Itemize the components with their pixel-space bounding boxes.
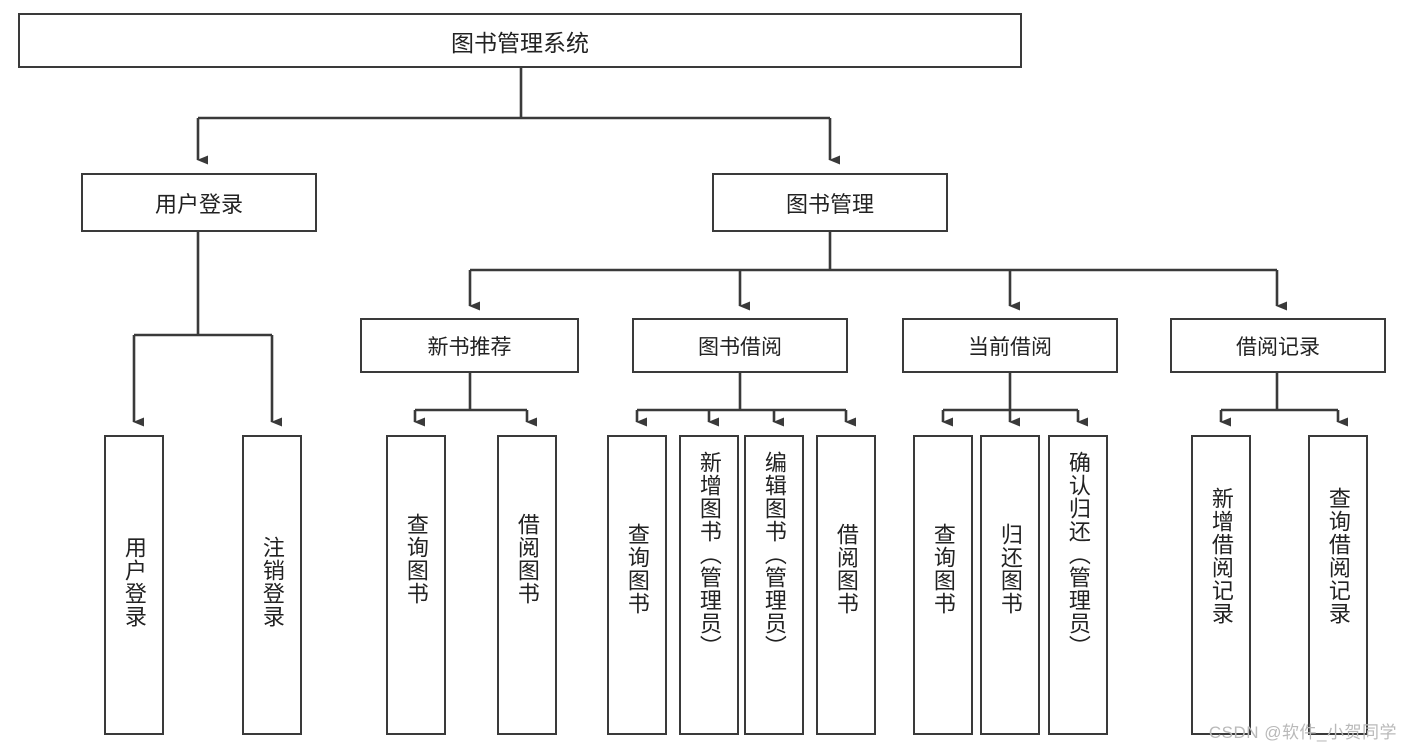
leaf-edit-book-admin-label: 编辑图书（管理员） (761, 451, 787, 658)
leaf-edit-book-admin[interactable]: 编辑图书（管理员） (744, 435, 804, 735)
leaf-query-book-nb-label: 查询图书 (403, 513, 429, 605)
leaf-confirm-return-admin-label: 确认归还（管理员） (1065, 451, 1091, 658)
leaf-logout[interactable]: 注销登录 (242, 435, 302, 735)
node-book-management[interactable]: 图书管理 (712, 173, 948, 232)
leaf-add-borrow-record[interactable]: 新增借阅记录 (1191, 435, 1251, 735)
leaf-add-book-admin-label: 新增图书（管理员） (696, 451, 722, 658)
node-borrow-record[interactable]: 借阅记录 (1170, 318, 1386, 373)
leaf-query-borrow-record-label: 查询借阅记录 (1325, 487, 1351, 625)
leaf-borrow-book-nb[interactable]: 借阅图书 (497, 435, 557, 735)
leaf-borrow-book-bb-label: 借阅图书 (833, 523, 859, 615)
leaf-user-login-label: 用户登录 (121, 536, 147, 628)
leaf-user-login[interactable]: 用户登录 (104, 435, 164, 735)
node-current-borrow-label: 当前借阅 (968, 335, 1052, 359)
node-current-borrow[interactable]: 当前借阅 (902, 318, 1118, 373)
leaf-logout-label: 注销登录 (259, 536, 285, 628)
leaf-query-book-bb[interactable]: 查询图书 (607, 435, 667, 735)
leaf-query-book-cb-label: 查询图书 (930, 523, 956, 615)
node-root-book-management-system[interactable]: 图书管理系统 (18, 13, 1022, 68)
node-book-borrow[interactable]: 图书借阅 (632, 318, 848, 373)
leaf-borrow-book-bb[interactable]: 借阅图书 (816, 435, 876, 735)
watermark: CSDN @软件_小贺同学 (1208, 723, 1397, 742)
leaf-return-book[interactable]: 归还图书 (980, 435, 1040, 735)
leaf-return-book-label: 归还图书 (997, 523, 1023, 615)
leaf-confirm-return-admin[interactable]: 确认归还（管理员） (1048, 435, 1108, 735)
leaf-query-book-nb[interactable]: 查询图书 (386, 435, 446, 735)
node-user-login[interactable]: 用户登录 (81, 173, 317, 232)
node-book-management-label: 图书管理 (785, 191, 874, 217)
node-root-label: 图书管理系统 (451, 29, 589, 56)
leaf-add-borrow-record-label: 新增借阅记录 (1208, 487, 1234, 625)
node-new-book-recommendation[interactable]: 新书推荐 (360, 318, 579, 373)
leaf-add-book-admin[interactable]: 新增图书（管理员） (679, 435, 739, 735)
leaf-borrow-book-nb-label: 借阅图书 (514, 513, 540, 605)
node-new-book-recommendation-label: 新书推荐 (427, 335, 512, 359)
leaf-query-borrow-record[interactable]: 查询借阅记录 (1308, 435, 1368, 735)
leaf-query-book-bb-label: 查询图书 (624, 523, 650, 615)
node-book-borrow-label: 图书借阅 (698, 335, 782, 359)
node-user-login-label: 用户登录 (154, 191, 243, 217)
leaf-query-book-cb[interactable]: 查询图书 (913, 435, 973, 735)
node-borrow-record-label: 借阅记录 (1236, 335, 1320, 359)
